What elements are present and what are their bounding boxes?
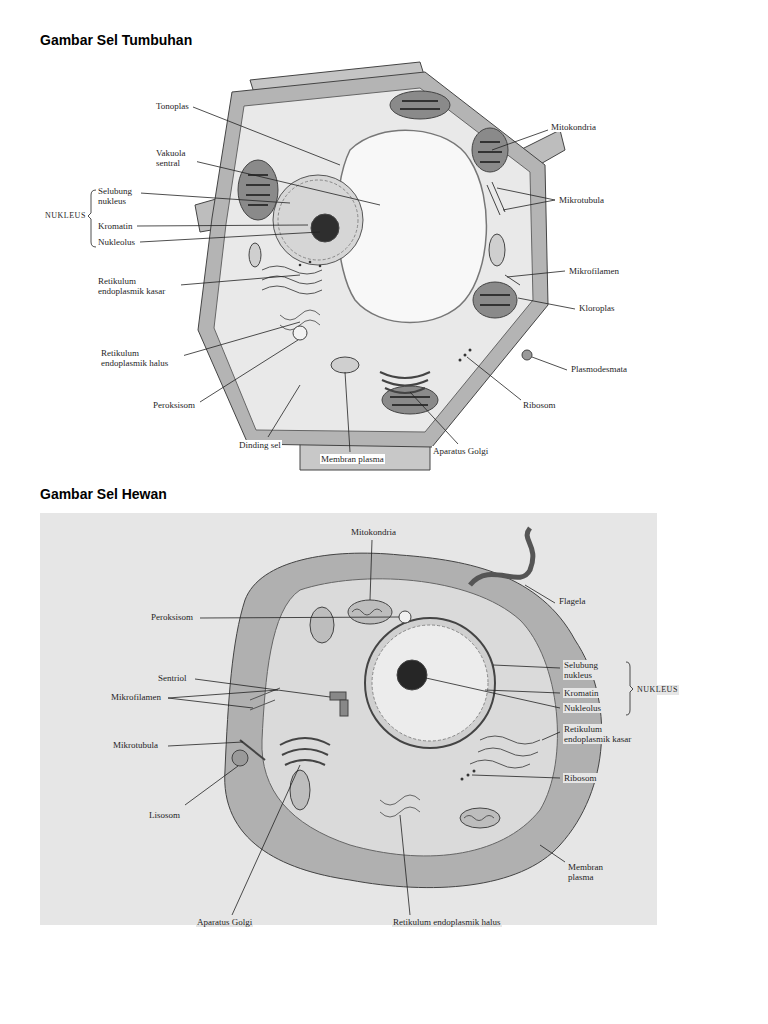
part-label: NUKLEUS [636,685,679,695]
part-label: Retikulum endoplasmik kasar [97,276,181,296]
plant-cell [195,62,565,470]
part-label: Mitokondria [550,122,597,132]
part-label: Retikulum endoplasmik halus [100,348,184,368]
part-label: NUKLEUS [44,211,87,221]
part-label: Membran plasma [567,862,617,882]
figure-heading: Gambar Sel Tumbuhan [40,32,192,48]
part-label: Kromatin [563,688,600,698]
part-label: Selubung nukleus [563,660,617,680]
figure-heading: Gambar Sel Hewan [40,486,167,502]
part-label: Mikrotubula [558,195,605,205]
part-label: Sentriol [157,673,188,683]
part-label: Vakuola sentral [155,148,197,168]
part-label: Selubung nukleus [97,186,141,206]
part-label: Mikrofilamen [110,692,162,702]
part-label: Retikulum endoplasmik kasar [563,724,635,744]
part-label: Lisosom [148,810,181,820]
part-label: Aparatus Golgi [196,917,253,927]
part-label: Nukleolus [97,237,136,247]
part-label: Plasmodesmata [570,364,628,374]
part-label: Mikrotubula [112,740,159,750]
part-label: Ribosom [522,400,557,410]
part-label: Nukleolus [563,703,602,713]
part-label: Flagela [558,596,587,606]
leader-lines [88,107,633,915]
photo-ground [40,513,657,925]
part-label: Mikrofilamen [568,266,620,276]
part-label: Ribosom [563,773,598,783]
part-label: Kloroplas [578,303,616,313]
part-label: Membran plasma [320,454,385,464]
part-label: Retikulum endoplasmik halus [392,917,502,927]
part-label: Peroksisom [152,400,196,410]
part-label: Tonoplas [155,101,190,111]
part-label: Mitokondria [350,527,397,537]
part-label: Aparatus Golgi [432,446,489,456]
part-label: Kromatin [97,221,134,231]
part-label: Peroksisom [150,612,194,622]
animal-cell [225,528,602,888]
part-label: Dinding sel [238,440,282,450]
